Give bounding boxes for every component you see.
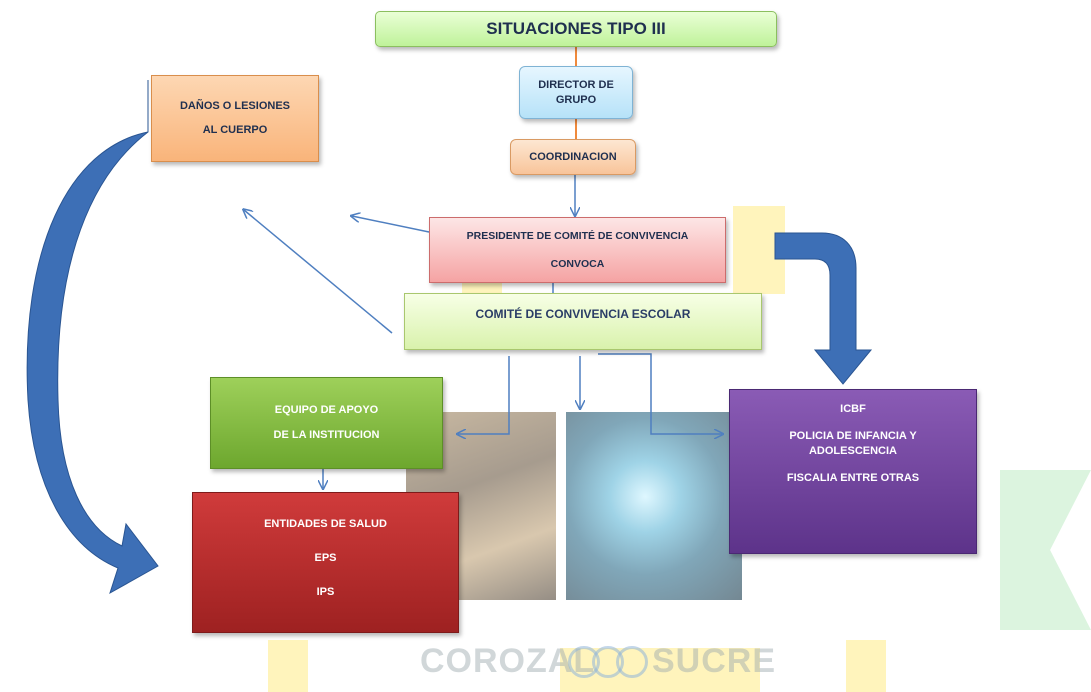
danos-label-line-1: DAÑOS O LESIONES	[179, 100, 291, 113]
danos-label-line-2: AL CUERPO	[202, 123, 268, 136]
salud-label-line-1: ENTIDADES DE SALUD	[264, 517, 387, 530]
icbf-label-line-1: ICBF	[840, 403, 866, 415]
coordinacion-box: COORDINACION	[510, 139, 636, 175]
icbf-label-line-3: ADOLESCENCIA	[808, 444, 897, 457]
watermark-ring-3	[616, 646, 648, 678]
comite-convivencia-box: COMITÉ DE CONVIVENCIA ESCOLAR	[404, 293, 762, 350]
arrow-presidente-left	[352, 216, 430, 233]
salud-label-line-3: IPS	[316, 586, 335, 599]
icbf-policia-fiscalia-box: ICBF POLICIA DE INFANCIA Y ADOLESCENCIA …	[729, 389, 977, 554]
arrow-comite-upleft	[244, 210, 393, 334]
presidente-label-line-1: PRESIDENTE DE COMITÉ DE CONVIVENCIA	[466, 229, 689, 242]
watermark-text-right: SUCRE	[652, 642, 777, 680]
danos-lesiones-box: DAÑOS O LESIONES AL CUERPO	[151, 75, 319, 162]
equipo-label-line-2: DE LA INSTITUCION	[273, 429, 380, 441]
director-de-grupo-box: DIRECTOR DE GRUPO	[519, 66, 633, 119]
arrow-comite-to-equipo	[458, 356, 510, 434]
watermark-text-left: COROZAL	[420, 642, 596, 680]
big-curved-arrow-left	[26, 80, 159, 595]
presidente-comite-box: PRESIDENTE DE COMITÉ DE CONVIVENCIA CONV…	[429, 217, 726, 283]
big-bent-arrow-right	[774, 232, 873, 385]
watermark-yellow-band-bottom-left	[268, 640, 308, 692]
equipo-apoyo-box: EQUIPO DE APOYO DE LA INSTITUCION	[210, 377, 443, 469]
arrow-comite-to-icbf	[598, 353, 722, 434]
equipo-label-line-1: EQUIPO DE APOYO	[274, 403, 379, 416]
title-label: SITUACIONES TIPO III	[486, 18, 666, 38]
icbf-label-line-2: POLICIA DE INFANCIA Y	[789, 429, 917, 442]
presidente-label-line-2: CONVOCA	[550, 257, 605, 270]
director-label-line-1: DIRECTOR DE	[538, 78, 614, 91]
watermark-yellow-band-bottom-right	[846, 640, 886, 692]
comite-label: COMITÉ DE CONVIVENCIA ESCOLAR	[475, 307, 691, 321]
coordinacion-label: COORDINACION	[529, 150, 617, 163]
watermark-atom-photo	[566, 412, 742, 600]
icbf-label-line-4: FISCALIA ENTRE OTRAS	[786, 471, 920, 484]
director-label-line-2: GRUPO	[555, 93, 597, 106]
entidades-salud-box: ENTIDADES DE SALUD EPS IPS	[192, 492, 459, 633]
title-box: SITUACIONES TIPO III	[375, 11, 777, 47]
salud-label-line-2: EPS	[314, 552, 337, 565]
